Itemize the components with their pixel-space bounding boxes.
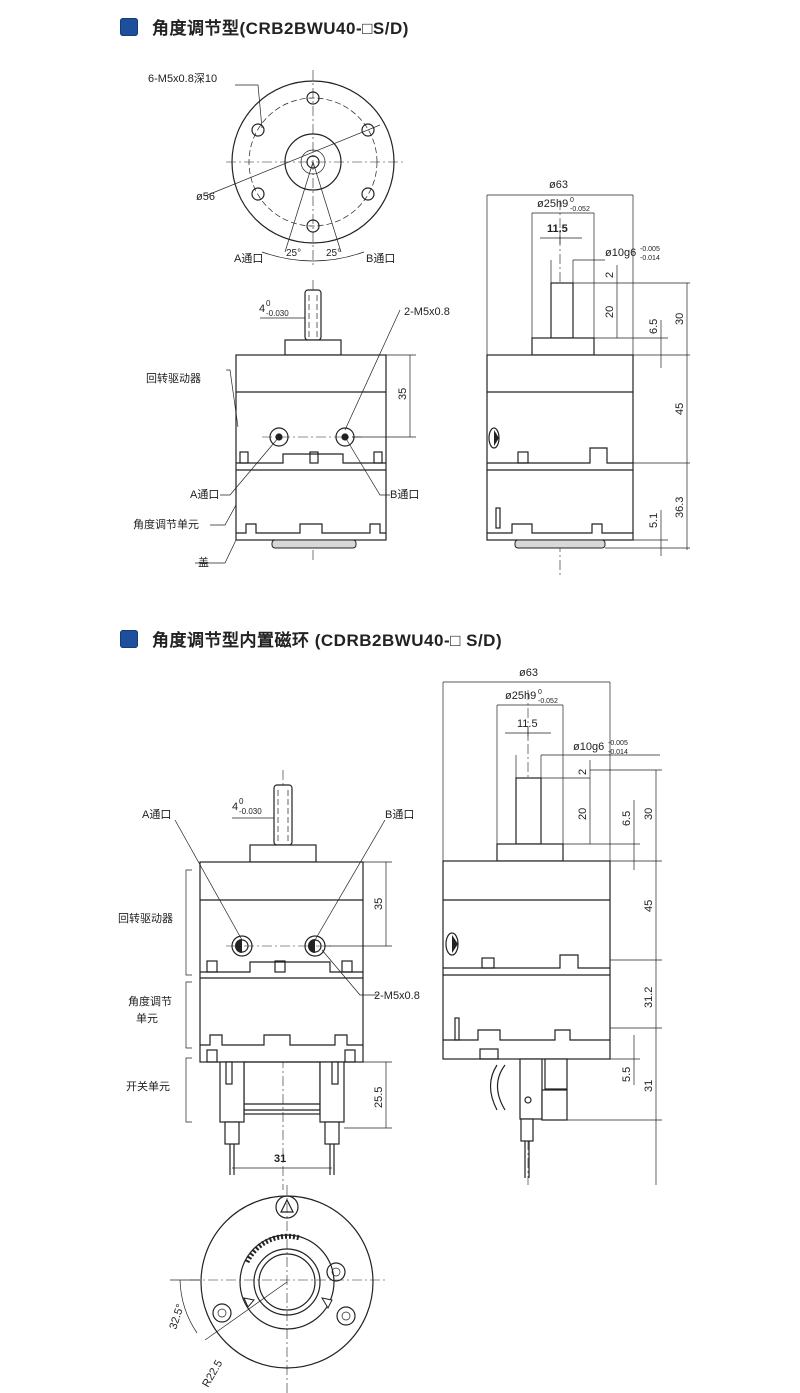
s1-od-25-tol-low: -0.052 <box>570 206 590 213</box>
s2-port-a-label: A通口 <box>142 808 171 821</box>
s1-port-a-top-label: A通口 <box>234 252 263 265</box>
s1-od-25-tol-up: 0 <box>570 197 574 204</box>
s2-port-b-label: B通口 <box>385 808 414 821</box>
s1-angle-right: 25° <box>326 248 341 259</box>
s1-key-tol-low: -0.030 <box>266 309 289 318</box>
s1-key-tol-up: 0 <box>266 299 271 308</box>
s2-key-dim: 4 <box>232 801 238 813</box>
s2-key-tol-up: 0 <box>239 797 244 806</box>
s2-dim-11-5: 11.5 <box>517 718 538 730</box>
s2-od-10-tol-low: -0.014 <box>608 749 628 756</box>
s2-dim-25-5: 25.5 <box>373 1087 385 1108</box>
s1-port-a-label: A通口 <box>190 488 219 501</box>
s1-angle-unit-label: 角度调节单元 <box>133 517 199 531</box>
s2-od-10-tol-up: -0.005 <box>608 740 628 747</box>
section1-title: 角度调节型(CRB2BWU40-□S/D) <box>152 19 409 38</box>
s2-dim-20: 20 <box>577 808 589 820</box>
s1-m5-label: 2-M5x0.8 <box>404 306 450 318</box>
s2-key-tol-low: -0.030 <box>239 807 262 816</box>
s1-angle-left: 25° <box>286 248 301 259</box>
s2-dim-5-5: 5.5 <box>621 1067 633 1082</box>
s1-dim-5-1: 5.1 <box>648 513 660 528</box>
s1-dim-45: 45 <box>674 403 686 415</box>
s1-dim-20: 20 <box>604 306 616 318</box>
s2-dim-30: 30 <box>643 808 655 820</box>
s1-side-view: ø63 ø25h9 0 -0.052 11.5 ø10g6 -0.005 -0.… <box>486 179 690 575</box>
s2-radius: R22.5 <box>200 1358 225 1389</box>
s1-dim-6-5: 6.5 <box>648 319 660 334</box>
s1-dim-2: 2 <box>604 272 616 278</box>
s1-cover-label: 盖 <box>198 555 209 569</box>
s2-od-10: ø10g6 <box>573 741 604 753</box>
s2-front-view: 4 0 -0.030 35 25.5 31 A通口 B通口 回转驱动器 角度调节… <box>118 770 420 1190</box>
s2-od-25-tol-up: 0 <box>538 689 542 696</box>
s1-dim-35: 35 <box>397 388 409 400</box>
s2-dim-31-side: 31 <box>643 1080 655 1092</box>
s2-bottom-view: 32.5° R22.5 <box>167 1185 385 1393</box>
s2-angle-unit-label-1: 角度调节 <box>128 994 172 1008</box>
s1-od-63: ø63 <box>549 179 568 191</box>
s2-od-25: ø25h9 <box>505 690 536 702</box>
s2-dim-45: 45 <box>643 900 655 912</box>
s1-circle-label: ø56 <box>196 191 215 203</box>
section-bullet-icon <box>120 17 138 36</box>
s1-od-10-tol-up: -0.005 <box>640 246 660 253</box>
s2-side-view: ø63 ø25h9 0 -0.052 11.5 ø10g6 -0.005 -0.… <box>442 667 662 1185</box>
s2-od-25-tol-low: -0.052 <box>538 698 558 705</box>
s1-od-25: ø25h9 <box>537 198 568 210</box>
s1-od-10: ø10g6 <box>605 247 636 259</box>
s2-angle-32-5: 32.5° <box>167 1303 186 1331</box>
s1-dim-30: 30 <box>674 313 686 325</box>
s1-key-dim: 4 <box>259 303 265 315</box>
s2-dim-35: 35 <box>373 898 385 910</box>
s2-angle-unit-label-2: 单元 <box>136 1012 158 1025</box>
s2-dim-2: 2 <box>577 769 589 775</box>
s2-rotary-drive-label: 回转驱动器 <box>118 911 173 925</box>
s1-dim-36-3: 36.3 <box>674 497 686 518</box>
section-bullet-icon <box>120 629 138 648</box>
s1-port-b-top-label: B通口 <box>366 252 395 265</box>
section2-header: 角度调节型内置磁环 (CDRB2BWU40-□ S/D) <box>120 626 502 651</box>
s2-od-63: ø63 <box>519 667 538 679</box>
s2-m5-label: 2-M5x0.8 <box>374 990 420 1002</box>
s1-rotary-drive-label: 回转驱动器 <box>146 371 201 385</box>
s2-dim-31-bottom: 31 <box>274 1153 286 1165</box>
s2-dim-6-5: 6.5 <box>621 811 633 826</box>
s1-top-view: 6-M5x0.8深10 ø56 A通口 B通口 25° 25° <box>148 70 404 268</box>
s1-port-b-label: B通口 <box>390 488 419 501</box>
s1-holes-label: 6-M5x0.8深10 <box>148 72 217 85</box>
s1-dim-11-5: 11.5 <box>547 223 568 235</box>
s1-mount-holes <box>251 91 375 233</box>
s1-front-view: 4 0 -0.030 2-M5x0.8 回转驱动器 A通口 B通口 角度调节单元… <box>133 280 450 569</box>
section2-title: 角度调节型内置磁环 (CDRB2BWU40-□ S/D) <box>152 631 503 650</box>
s2-switch-unit-label: 开关单元 <box>126 1079 170 1093</box>
section1-header: 角度调节型(CRB2BWU40-□S/D) <box>120 14 409 39</box>
s1-od-10-tol-low: -0.014 <box>640 255 660 262</box>
s2-dim-31-2: 31.2 <box>643 987 655 1008</box>
